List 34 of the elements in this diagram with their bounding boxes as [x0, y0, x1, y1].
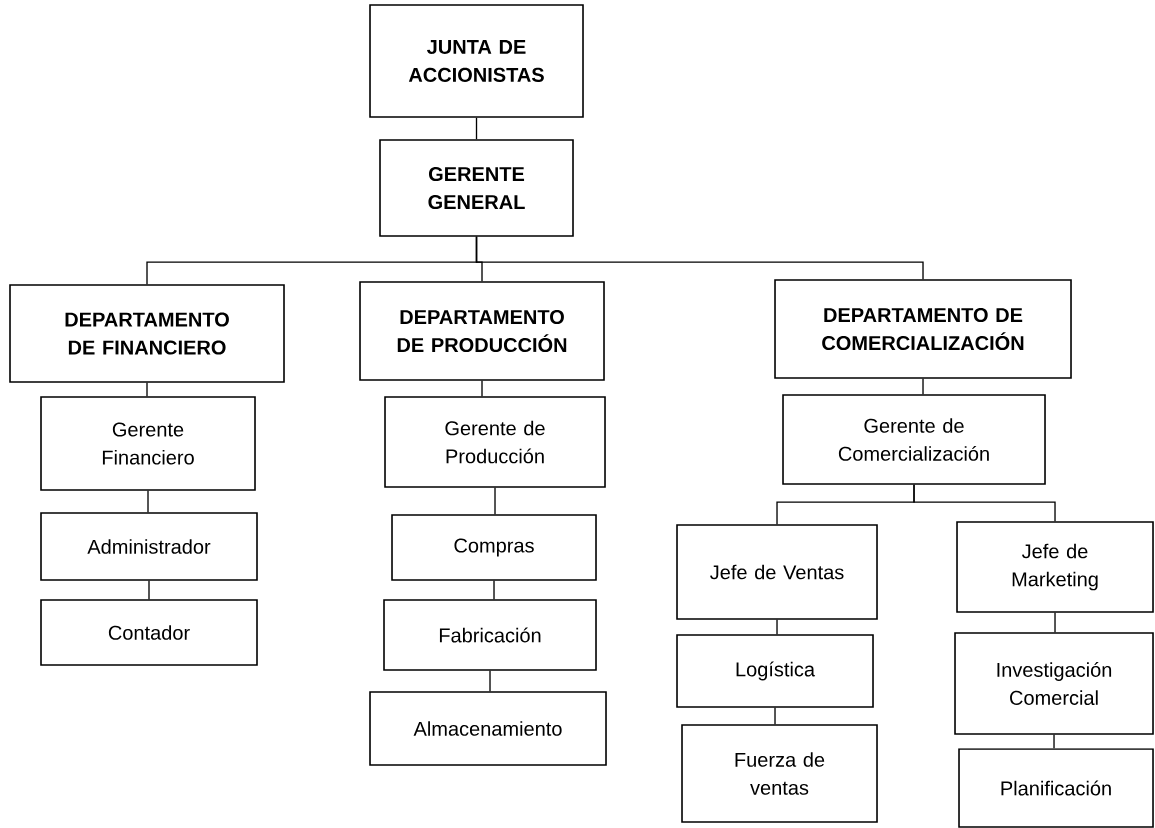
connector-line — [774, 707, 776, 725]
position-box: Administrador — [40, 512, 258, 581]
connector-line — [1054, 612, 1056, 633]
department-box: DEPARTAMENTO DE COMERCIALIZACIÓN — [774, 279, 1072, 379]
connector-line — [481, 380, 483, 397]
position-box: Fuerza de ventas — [681, 724, 878, 823]
department-box: GERENTE GENERAL — [379, 139, 574, 237]
position-box: Investigación Comercial — [954, 632, 1154, 735]
position-box: Jefe de Ventas — [676, 524, 878, 620]
position-box: Fabricación — [383, 599, 597, 671]
connector-line — [146, 382, 148, 397]
connector-line — [776, 619, 778, 635]
department-box: JUNTA DE ACCIONISTAS — [369, 4, 584, 118]
connector-line — [147, 490, 149, 513]
position-box: Gerente Financiero — [40, 396, 256, 491]
connector-line — [475, 117, 478, 140]
connector-line — [489, 670, 491, 692]
position-box: Gerente de Comercialización — [782, 394, 1046, 485]
position-box: Logística — [676, 634, 874, 708]
position-box: Almacenamiento — [369, 691, 607, 766]
connector-line — [913, 484, 1056, 522]
connector-line — [493, 580, 495, 600]
position-box: Planificación — [958, 748, 1154, 828]
connector-line — [922, 378, 924, 395]
position-box: Contador — [40, 599, 258, 666]
position-box: Gerente de Producción — [384, 396, 606, 488]
connector-line — [148, 580, 150, 600]
department-box: DEPARTAMENTO DE PRODUCCIÓN — [359, 281, 605, 381]
position-box: Jefe de Marketing — [956, 521, 1154, 613]
connector-line — [475, 236, 924, 280]
connector-line — [494, 487, 496, 515]
department-box: DEPARTAMENTO DE FINANCIERO — [9, 284, 285, 383]
position-box: Compras — [391, 514, 597, 581]
connector-line — [1053, 734, 1055, 749]
